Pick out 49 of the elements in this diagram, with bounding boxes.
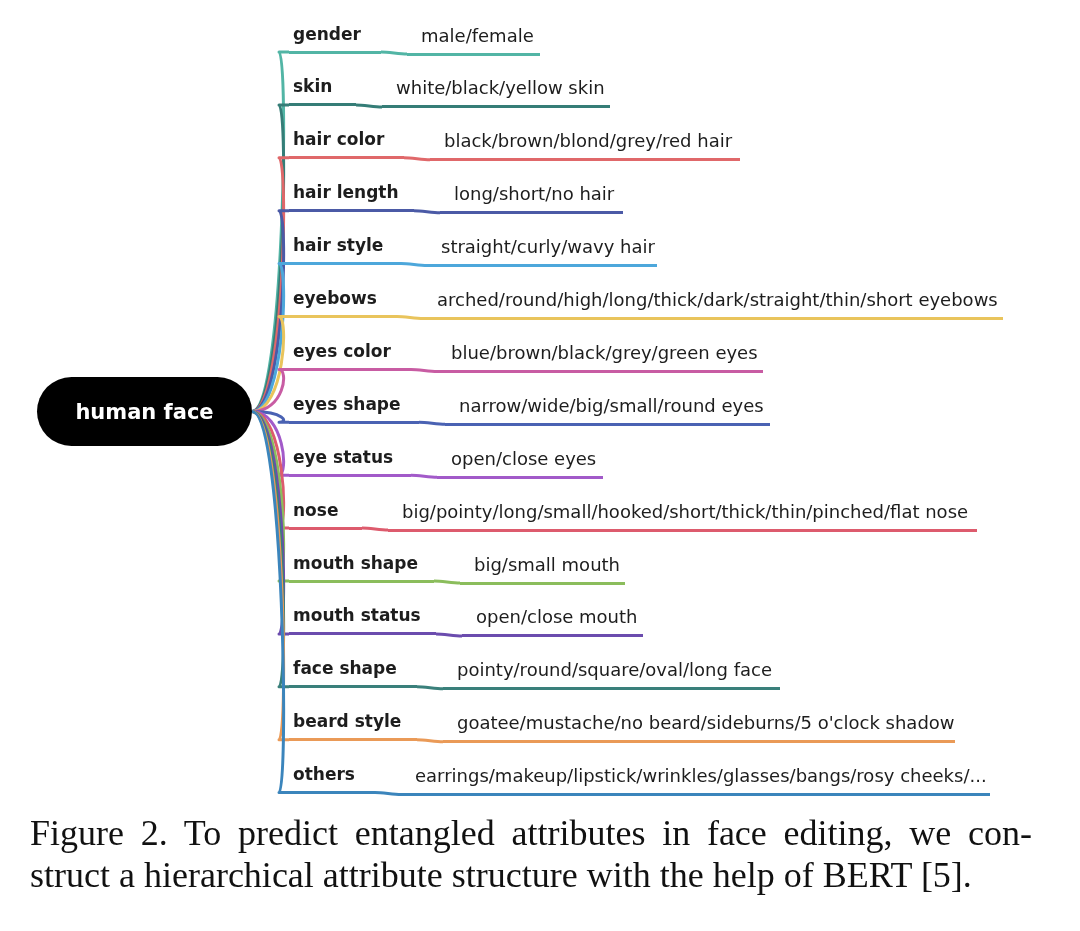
branch-connector [250,410,289,795]
attribute-values: blue/brown/black/grey/green eyes [437,341,763,373]
underline-connector [380,50,408,56]
attribute-values: pointy/round/square/oval/long face [443,659,780,691]
attribute-topic: nose [289,498,362,530]
attribute-topic: beard style [289,710,417,742]
attribute-topic: hair style [289,234,401,266]
attribute-values: big/small mouth [460,553,625,585]
figure-caption: Figure 2. To predict entangled attributes in face editing, we con- struct a hierarchical attribute structure with the help of BERT [5]. [30,812,1032,896]
attribute-topic: mouth status [289,604,436,636]
underline-connector [416,738,444,744]
underline-connector [400,262,428,268]
central-topic: human face [37,377,252,446]
attribute-topic: mouth shape [289,551,434,583]
attribute-values: narrow/wide/big/small/round eyes [445,394,770,426]
attribute-values: open/close mouth [462,606,643,638]
attribute-values: black/brown/blond/grey/red hair [430,130,740,162]
attribute-values: long/short/no hair [440,183,623,215]
underline-connector [416,685,444,691]
attribute-values: earrings/makeup/lipstick/wrinkles/glasses/bangs/rosy cheeks/... [401,765,990,797]
branch-connector [251,209,289,413]
attribute-topic: skin [289,75,356,107]
attribute-values: male/female [407,24,540,56]
attribute-topic: eye status [289,445,411,477]
underline-connector [403,156,431,162]
attribute-values: big/pointy/long/small/hooked/short/thick/thin/pinched/flat nose [388,500,977,532]
underline-connector [413,209,441,215]
attribute-topic: gender [289,22,381,54]
attribute-topic: eyebows [289,287,397,318]
attribute-topic: face shape [289,657,417,689]
attribute-values: open/close eyes [437,447,603,479]
underline-connector [355,103,383,109]
underline-connector [433,579,461,585]
attribute-values: goatee/mustache/no beard/sideburns/5 o'clock shadow [443,712,955,744]
underline-connector [361,526,389,532]
attribute-topic: hair length [289,181,414,213]
attribute-topic: eyes shape [289,392,419,424]
underline-connector [418,420,446,426]
underline-connector [410,367,438,373]
attribute-topic: others [289,763,375,795]
attribute-values: arched/round/high/long/thick/dark/straight/thin/short eyebows [423,289,1003,320]
underline-connector [396,315,424,320]
attribute-values: white/black/yellow skin [382,77,610,109]
underline-connector [374,791,402,797]
attribute-topic: hair color [289,128,404,160]
attribute-topic: eyes color [289,339,411,371]
underline-connector [410,473,438,479]
underline-connector [435,632,463,638]
attribute-values: straight/curly/wavy hair [427,236,657,268]
